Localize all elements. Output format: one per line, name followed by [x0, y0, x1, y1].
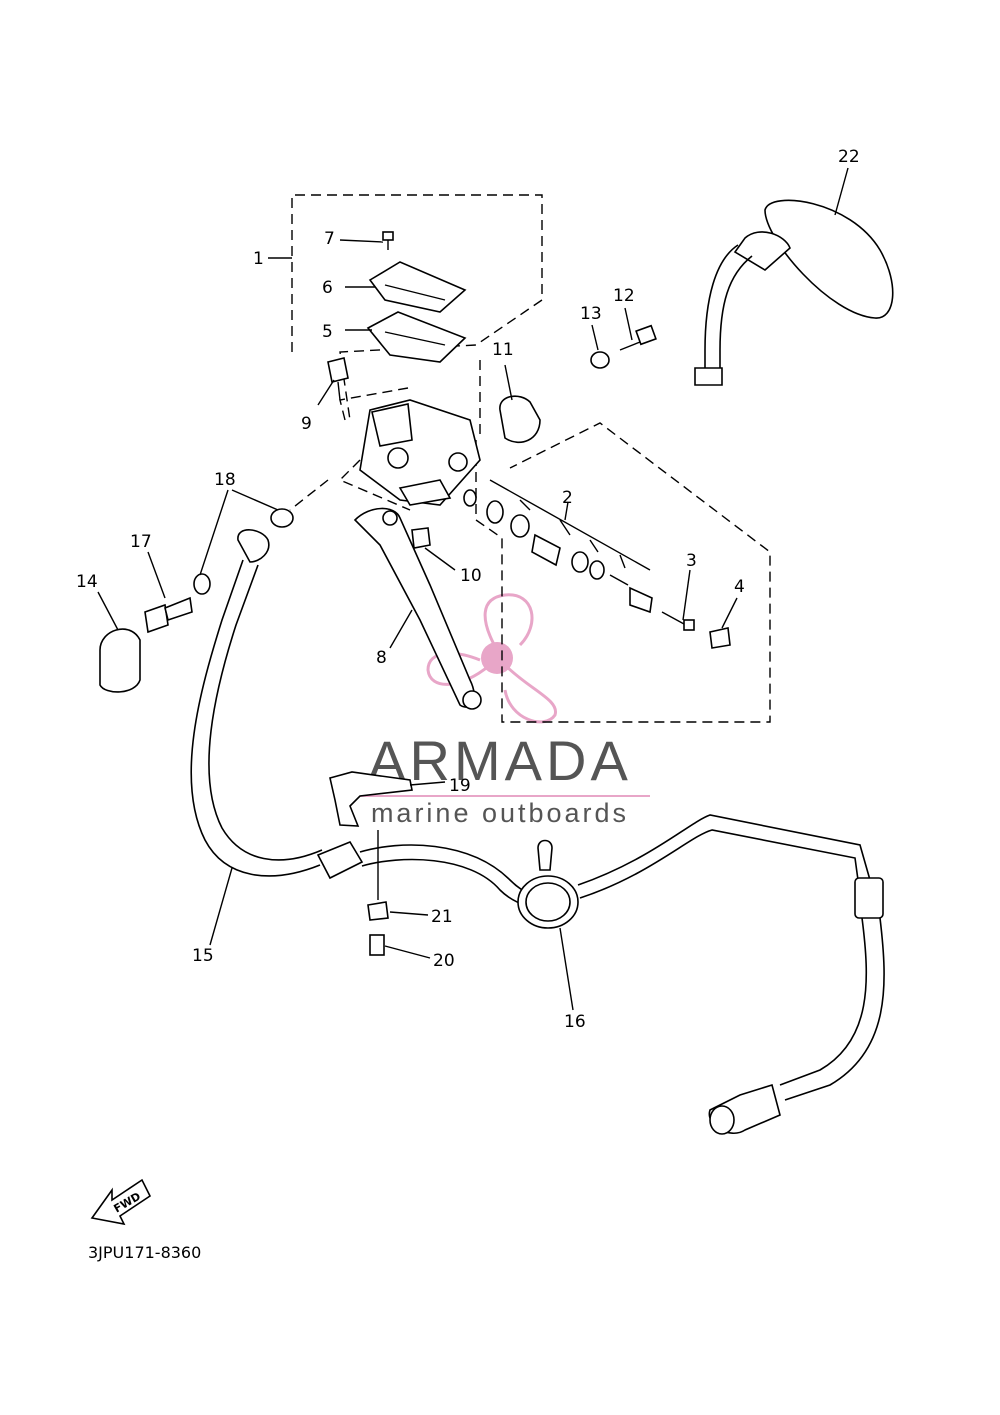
callout-13: 13: [580, 304, 602, 324]
reservoir-cap: [368, 261, 467, 313]
callout-18: 18: [214, 470, 236, 490]
hose-bracket: [329, 771, 413, 827]
callout-6: 6: [322, 278, 333, 298]
callout-7: 7: [324, 229, 335, 249]
bolt-20: [369, 934, 385, 956]
pushrod: [661, 611, 695, 631]
diagram-code: 3JPU171-8360: [88, 1243, 201, 1262]
bolt-12: [619, 324, 657, 351]
clutch-lever: [353, 507, 482, 710]
callout-10: 10: [460, 566, 482, 586]
callout-4: 4: [734, 577, 745, 597]
callout-2: 2: [562, 488, 573, 508]
hose-lower: [577, 814, 885, 1135]
nut-21: [367, 901, 389, 921]
forward-arrow-icon: FWD: [90, 1178, 152, 1226]
callout-17: 17: [130, 532, 152, 552]
watermark: ARMADA marine outboards: [352, 593, 650, 828]
watermark-subtitle: marine outboards: [371, 798, 629, 828]
callout-16: 16: [564, 1012, 586, 1032]
leader-lines: [97, 167, 849, 1011]
callout-20: 20: [433, 951, 455, 971]
rear-view-mirror: [694, 199, 894, 386]
callout-5: 5: [322, 322, 333, 342]
callout-9: 9: [301, 414, 312, 434]
callout-3: 3: [686, 551, 697, 571]
callout-12: 12: [613, 286, 635, 306]
watermark-title: ARMADA: [368, 729, 632, 792]
cap-14: [99, 628, 141, 693]
callout-22: 22: [838, 147, 860, 167]
clutch-hose: [190, 529, 561, 912]
callout-15: 15: [192, 946, 214, 966]
gaskets: [193, 508, 294, 595]
callout-21: 21: [431, 907, 453, 927]
cap-screw: [382, 231, 394, 250]
dust-boot: [709, 627, 731, 649]
callout-14: 14: [76, 572, 98, 592]
holder: [499, 395, 541, 444]
bolt-9: [327, 357, 349, 401]
callout-19: 19: [449, 776, 471, 796]
piston-kit: [463, 479, 653, 614]
callout-11: 11: [492, 340, 514, 360]
union-bolt: [144, 596, 193, 634]
lever-nut: [411, 527, 431, 549]
master-cylinder: [359, 399, 481, 506]
washer-13: [590, 351, 610, 369]
hose-clamp: [517, 839, 579, 929]
reservoir-diaphragm: [366, 311, 467, 363]
callout-8: 8: [376, 648, 387, 668]
callout-1: 1: [253, 249, 264, 269]
callout-numbers: 1 2 3 4 5 6 7 8 9 10 11 12 13 14 15 16 1…: [76, 147, 860, 1032]
